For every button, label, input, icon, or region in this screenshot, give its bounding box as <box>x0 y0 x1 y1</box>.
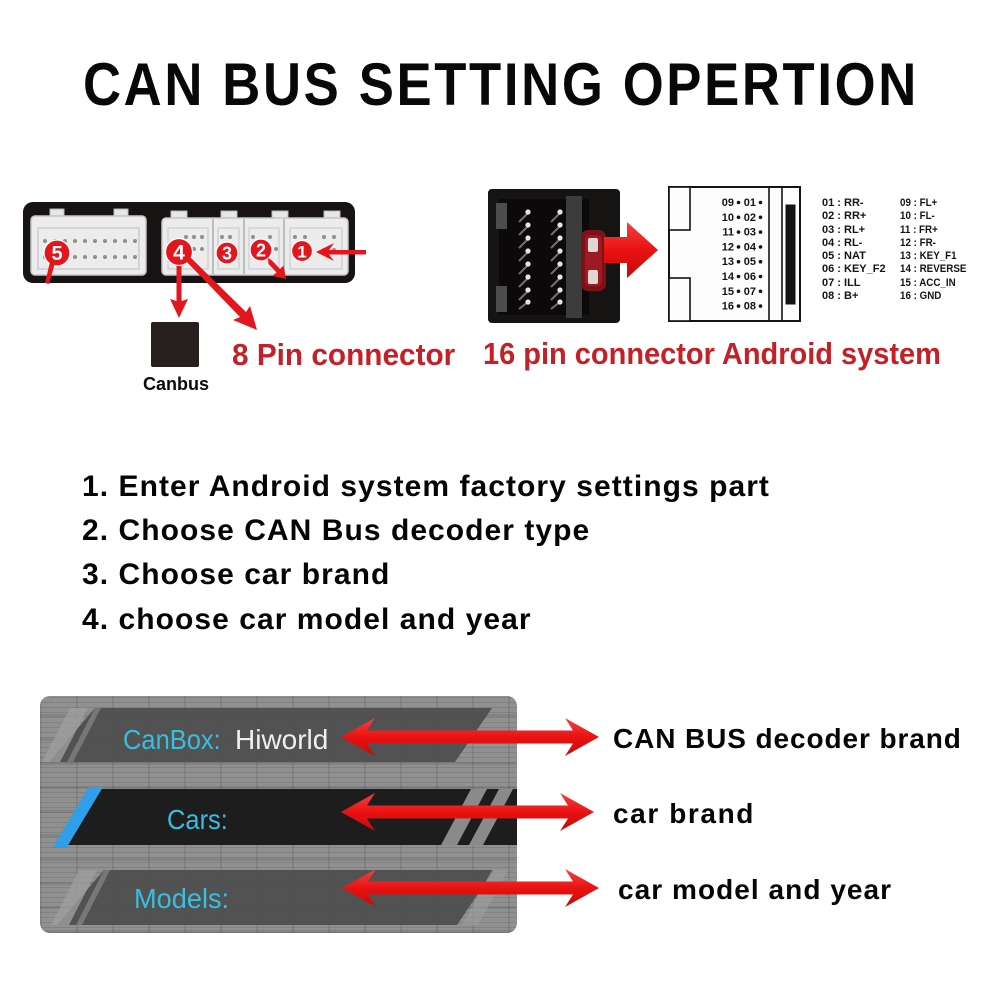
svg-text:2: 2 <box>256 241 266 261</box>
svg-text:06: 06 <box>744 271 756 283</box>
svg-text:07: 07 <box>744 286 756 298</box>
svg-text:15: 15 <box>722 286 734 298</box>
svg-text:02: 02 <box>744 212 756 224</box>
svg-text:4: 4 <box>173 242 185 265</box>
svg-text:13: 13 <box>722 256 734 268</box>
svg-text:08: 08 <box>744 301 756 313</box>
svg-text:05: 05 <box>744 256 756 268</box>
svg-text:12: 12 <box>722 241 734 253</box>
svg-text:10: 10 <box>722 212 734 224</box>
svg-text:11: 11 <box>722 227 734 239</box>
svg-text:3: 3 <box>222 244 232 264</box>
svg-text:14: 14 <box>722 271 735 283</box>
svg-text:09: 09 <box>722 197 734 209</box>
svg-text:03: 03 <box>744 227 756 239</box>
svg-text:01: 01 <box>744 197 756 209</box>
svg-text:1: 1 <box>297 243 306 262</box>
svg-text:04: 04 <box>744 241 757 253</box>
svg-text:5: 5 <box>51 243 62 265</box>
svg-text:16: 16 <box>722 301 734 313</box>
